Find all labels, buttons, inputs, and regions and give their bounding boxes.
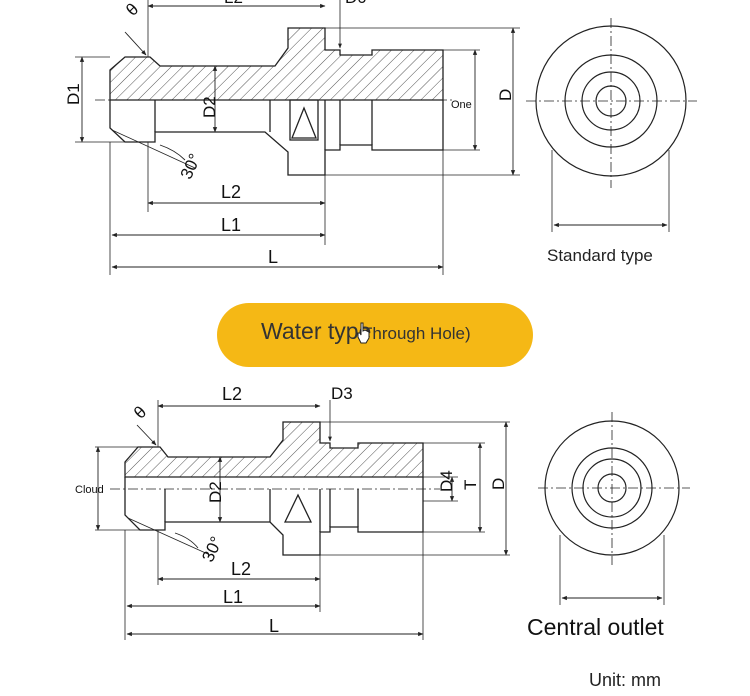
label-one: One (451, 99, 472, 111)
standard-type-labels: θ L2 D0 D1 D2 One D 30° L2 L1 L (64, 0, 515, 267)
water-type-banner[interactable] (217, 303, 533, 367)
caption-standard-type: Standard type (547, 246, 653, 265)
label-angle-30: 30° (177, 151, 205, 182)
label-d: D (496, 89, 515, 101)
unit-label: Unit: mm (589, 670, 661, 690)
label-l2: L2 (221, 182, 241, 202)
label-angle-30-bottom: 30° (198, 534, 226, 565)
drill-tip-recess (289, 99, 319, 141)
standard-end-view (526, 18, 697, 232)
central-outlet-labels: θ L2 D3 Cloud D2 D4 T D 30° L2 L1 L (75, 384, 508, 636)
caption-central-outlet: Central outlet (527, 614, 664, 640)
label-d4: D4 (437, 470, 456, 492)
label-l1: L1 (221, 215, 241, 235)
label-d2-bottom: D2 (206, 481, 225, 503)
label-t: T (461, 480, 480, 490)
label-cloud: Cloud (75, 484, 104, 496)
label-l-bottom: L (269, 616, 279, 636)
label-theta: θ (122, 0, 142, 20)
label-l: L (268, 247, 278, 267)
central-outlet-end-view (538, 412, 690, 605)
label-d3: D3 (331, 384, 353, 403)
central-outlet-drawing (95, 400, 690, 640)
label-d1: D1 (64, 83, 83, 105)
standard-type-drawing (75, 0, 697, 275)
banner-sub-text: Through Hole) (362, 324, 471, 343)
stud-upper-section-bottom (124, 421, 424, 478)
label-l2-top: L2 (224, 0, 243, 7)
label-theta-bottom: θ (130, 402, 150, 422)
stud-lower-section-bottom (124, 489, 424, 556)
label-l2-bottom: L2 (231, 559, 251, 579)
label-l1-bottom: L1 (223, 587, 243, 607)
label-d2: D2 (200, 96, 219, 118)
stud-upper-section (109, 27, 444, 101)
label-l2-top-bottom: L2 (222, 384, 242, 404)
hand-pointer-icon (357, 322, 370, 344)
label-d-bottom: D (489, 478, 508, 490)
stud-lower-section (109, 100, 444, 176)
banner-main-text: Water type (261, 318, 372, 344)
label-d0: D0 (345, 0, 367, 7)
